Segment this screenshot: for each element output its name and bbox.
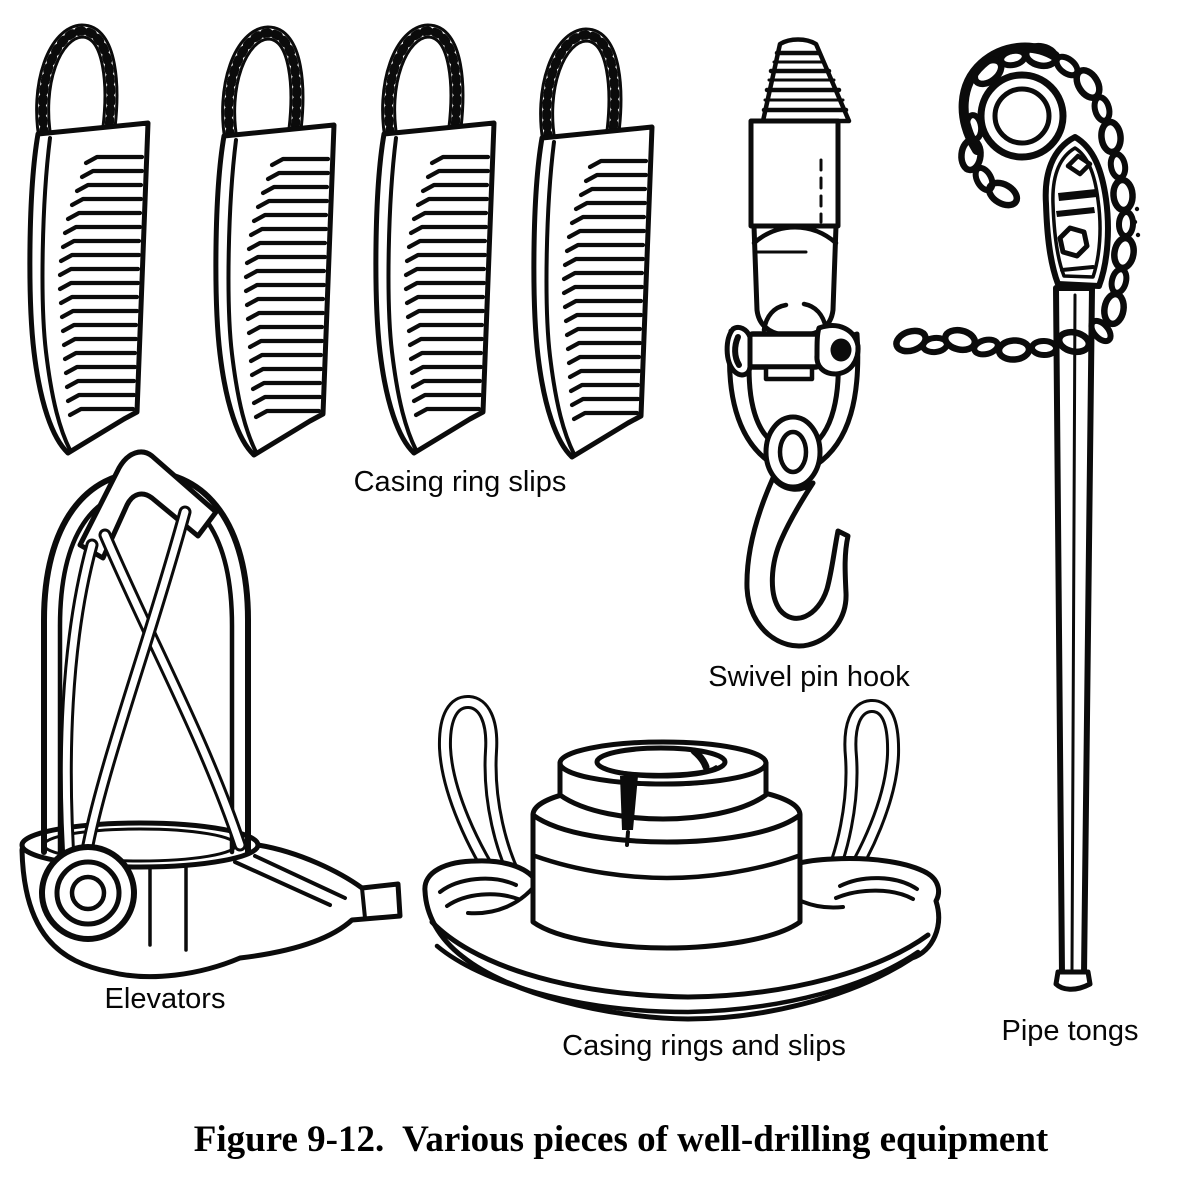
swivel-pin-hook-illustration xyxy=(724,37,861,649)
elevators-illustration xyxy=(19,449,403,980)
dotted-edge xyxy=(1130,193,1141,238)
casing-rings-and-slips-illustration xyxy=(422,695,942,1022)
casing-ring-slip-drawing-1 xyxy=(30,31,148,453)
casing-ring-slip-drawing-3 xyxy=(376,31,494,453)
label-casing-ring-slips: Casing ring slips xyxy=(353,466,567,498)
label-pipe-tongs: Pipe tongs xyxy=(1001,1015,1139,1047)
label-elevators: Elevators xyxy=(104,983,226,1015)
casing-ring-slips-illustration xyxy=(30,31,652,457)
pipe-tongs-illustration xyxy=(894,44,1141,992)
figure-caption: Figure 9-12. Various pieces of well-dril… xyxy=(193,1119,1049,1160)
casing-ring-slip-drawing-4 xyxy=(534,35,652,457)
label-swivel-pin-hook: Swivel pin hook xyxy=(708,661,910,693)
label-casing-rings-and-slips: Casing rings and slips xyxy=(562,1030,846,1062)
casing-ring-slip-drawing-2 xyxy=(216,33,334,455)
